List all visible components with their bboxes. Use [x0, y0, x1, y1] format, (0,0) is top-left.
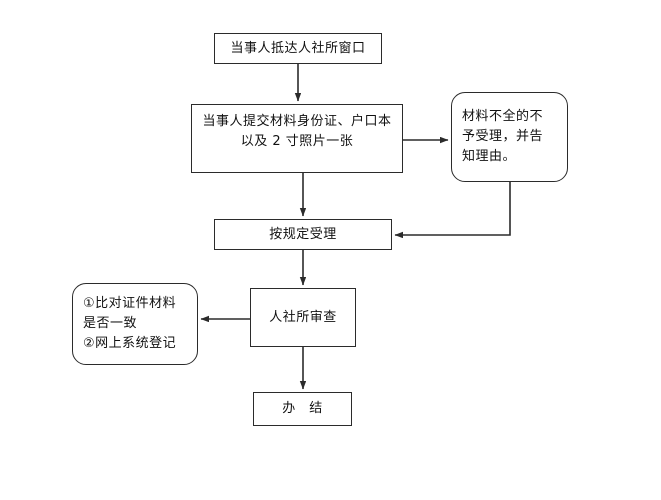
node-accept-label: 按规定受理: [269, 226, 337, 242]
node-done-label: 办 结: [282, 401, 323, 416]
edge-reject-to-accept: [394, 182, 511, 239]
node-completed[interactable]: 办 结: [253, 392, 352, 426]
node-review-label: 人社所审查: [269, 309, 337, 325]
node-arrive-at-window[interactable]: 当事人抵达人社所窗口: [214, 33, 382, 64]
node-arrive-label: 当事人抵达人社所窗口: [230, 40, 366, 56]
node-reject-label: 材料不全的不 予受理，并告 知理由。: [462, 109, 544, 164]
node-submit-label: 当事人提交材料身份证、户口本 以及 2 寸照片一张: [202, 114, 392, 149]
node-office-review[interactable]: 人社所审查: [250, 288, 356, 347]
node-accept-per-regulations[interactable]: 按规定受理: [214, 219, 392, 250]
node-reject-incomplete-materials[interactable]: 材料不全的不 予受理，并告 知理由。: [451, 92, 568, 182]
node-verify-documents[interactable]: ①比对证件材料 是否一致 ②网上系统登记: [72, 283, 198, 365]
node-submit-materials[interactable]: 当事人提交材料身份证、户口本 以及 2 寸照片一张: [191, 104, 403, 173]
node-verify-label: ①比对证件材料 是否一致 ②网上系统登记: [83, 296, 177, 351]
